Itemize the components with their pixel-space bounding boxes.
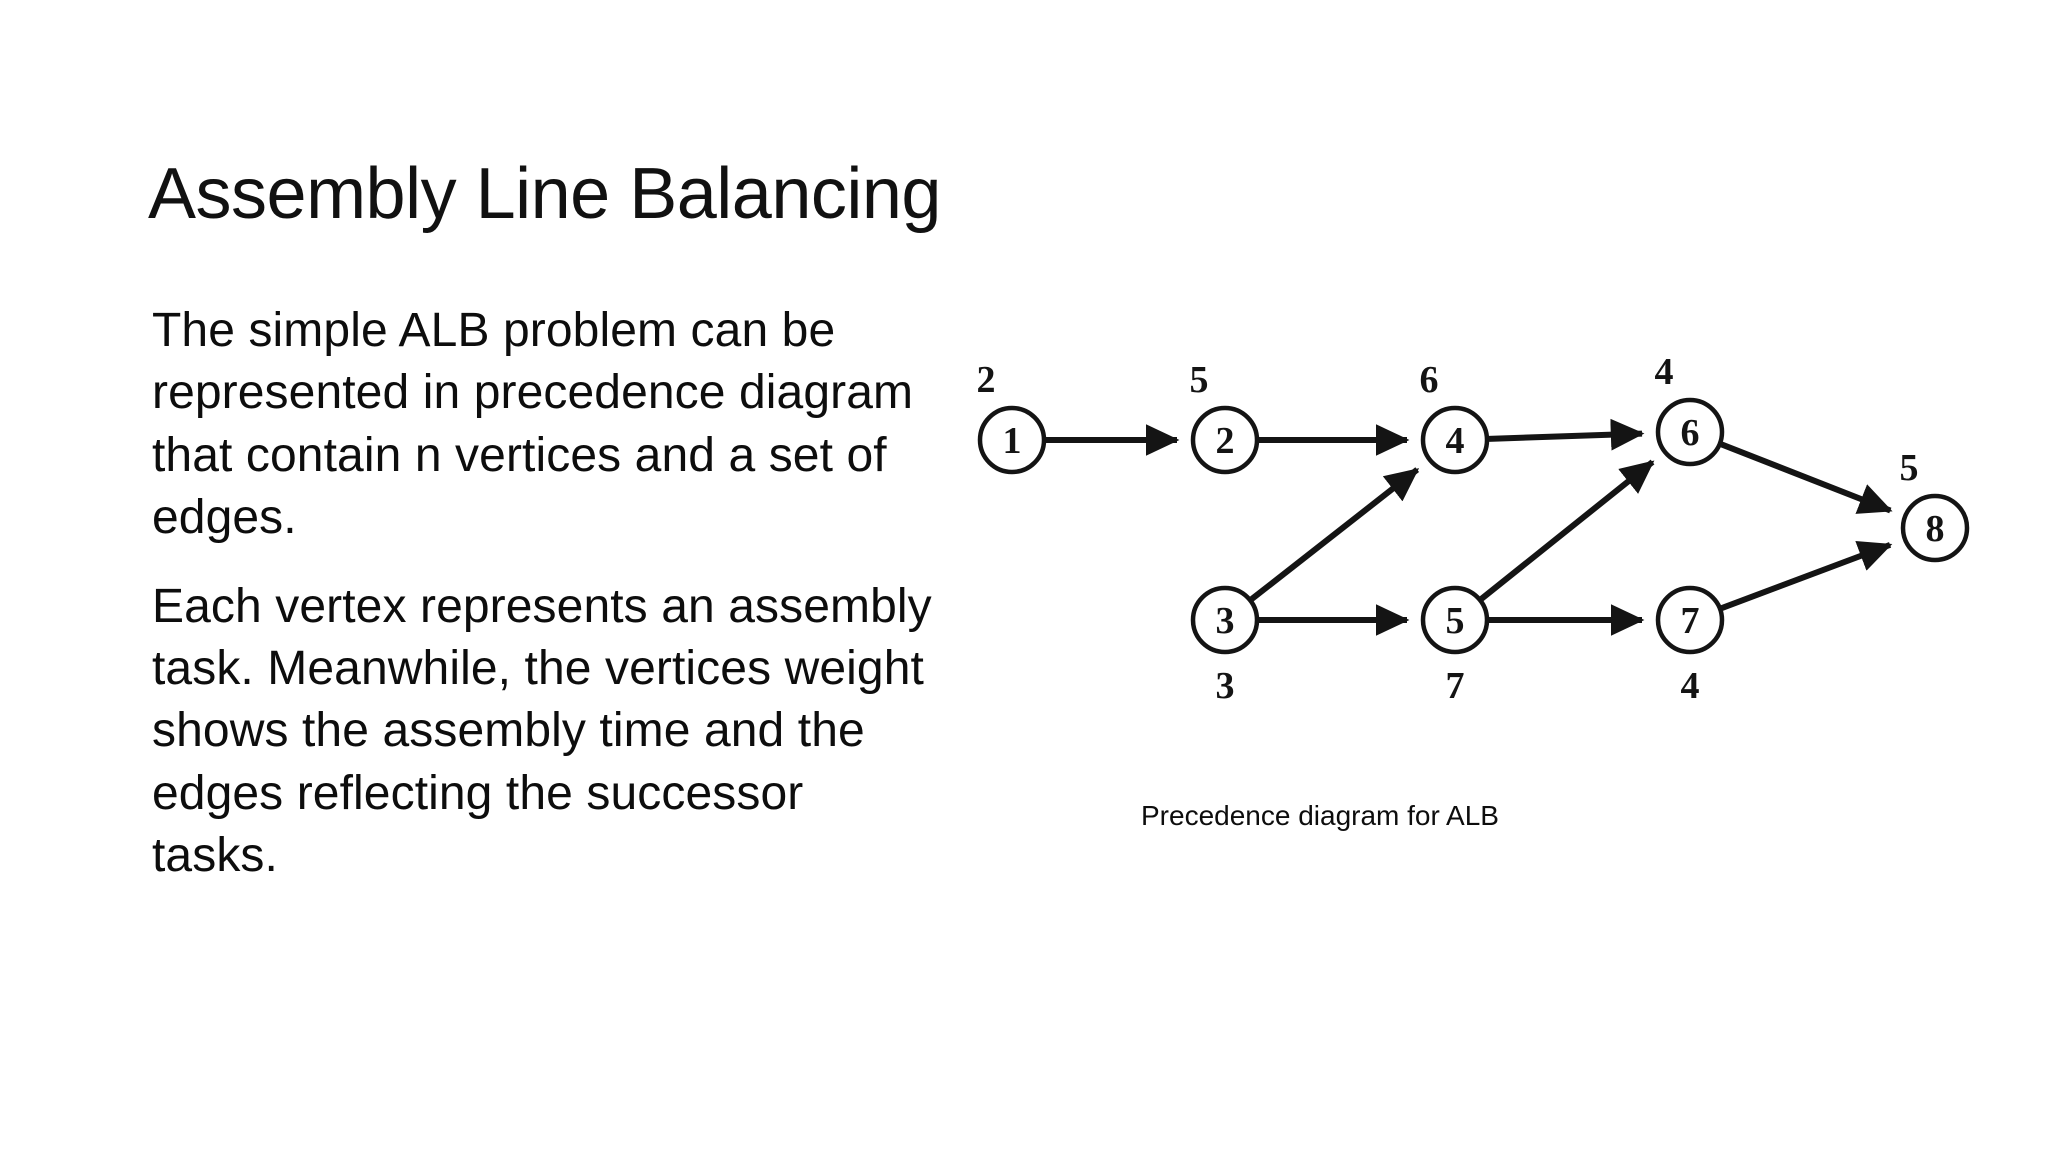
node-circle-8	[1900, 493, 1970, 563]
node-6: 6	[1655, 397, 1725, 467]
node-2: 2	[1190, 405, 1260, 475]
body-paragraph-1: The simple ALB problem can be represente…	[152, 304, 914, 545]
node-label-6: 6	[1681, 412, 1700, 454]
node-label-5: 5	[1446, 600, 1465, 642]
node-label-8: 8	[1926, 508, 1945, 550]
node-circle-3	[1190, 585, 1260, 655]
edge-5-to-6	[1479, 459, 1655, 602]
node-circle-4	[1420, 405, 1490, 475]
node-1: 1	[977, 405, 1047, 475]
node-4: 4	[1420, 405, 1490, 475]
edge-7-to-8	[1720, 540, 1893, 611]
node-weight-1: 2	[977, 359, 996, 401]
node-weight-6: 4	[1655, 351, 1674, 393]
body-paragraph-2: Each vertex represents an assembly task.…	[152, 579, 932, 883]
node-7: 7	[1655, 585, 1725, 655]
node-circle-1	[977, 405, 1047, 475]
node-5: 5	[1420, 585, 1490, 655]
node-layer: 1 2 4 6 8 3 5 7	[977, 397, 1970, 655]
edge-4-to-6	[1488, 418, 1645, 451]
edge-layer	[1046, 418, 1893, 636]
edge-3-to-4	[1249, 467, 1420, 602]
node-label-7: 7	[1681, 600, 1700, 642]
node-circle-7	[1655, 585, 1725, 655]
node-weight-8: 5	[1900, 447, 1919, 489]
node-label-3: 3	[1216, 600, 1235, 642]
node-label-4: 4	[1446, 420, 1465, 462]
node-weight-2: 5	[1190, 359, 1209, 401]
node-weight-7: 4	[1681, 665, 1700, 707]
page-title: Assembly Line Balancing	[148, 154, 941, 235]
node-weight-4: 6	[1420, 359, 1439, 401]
node-label-1: 1	[1003, 420, 1022, 462]
node-label-2: 2	[1216, 420, 1235, 462]
node-circle-6	[1655, 397, 1725, 467]
node-circle-5	[1420, 585, 1490, 655]
node-weight-5: 7	[1446, 665, 1465, 707]
edge-6-to-8	[1720, 441, 1893, 514]
node-8: 8	[1900, 493, 1970, 563]
node-circle-2	[1190, 405, 1260, 475]
figure-caption: Precedence diagram for ALB	[1141, 800, 1499, 831]
body-text-column: The simple ALB problem can be represente…	[152, 300, 942, 888]
node-weight-3: 3	[1216, 665, 1235, 707]
node-3: 3	[1190, 585, 1260, 655]
